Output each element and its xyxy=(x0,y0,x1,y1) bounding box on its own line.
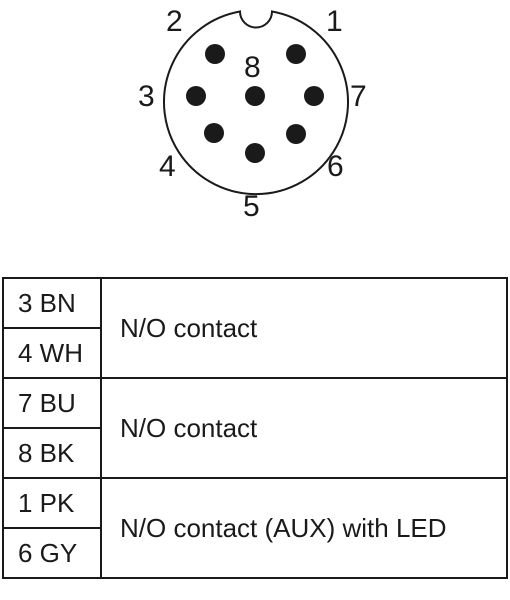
pin-2-label: 2 xyxy=(166,5,183,38)
table-row: 8 BK xyxy=(2,427,507,479)
pin-cell: 7 BU xyxy=(2,377,102,429)
table-row: 4 WH xyxy=(2,327,507,379)
pin-4-label: 4 xyxy=(159,150,176,183)
pin-cell: 3 BN xyxy=(2,277,102,329)
pin-assignment-table: 3 BN N/O contact 4 WH 7 BU N/O contact 8… xyxy=(2,277,508,579)
function-cell: N/O contact xyxy=(100,277,508,379)
pin-3-label: 3 xyxy=(138,80,155,113)
pin-cell: 8 BK xyxy=(2,427,102,479)
table-row: 1 PK N/O contact (AUX) with LED xyxy=(2,477,508,579)
table-row: 6 GY xyxy=(2,527,507,579)
table-row: 3 BN N/O contact xyxy=(2,277,508,379)
pin-8-label: 8 xyxy=(244,51,261,84)
pin-2-contact xyxy=(205,44,225,64)
pin-4-contact xyxy=(204,123,224,143)
function-cell: N/O contact xyxy=(100,377,508,479)
pin-8-contact xyxy=(245,86,265,106)
pin-cell: 1 PK xyxy=(2,477,102,529)
pin-6-contact xyxy=(286,124,306,144)
connector-outline-with-key-notch xyxy=(163,10,349,196)
pin-7-contact xyxy=(304,86,324,106)
pin-3-contact xyxy=(186,86,206,106)
pin-1-contact xyxy=(286,44,306,64)
pin-cell: 4 WH xyxy=(2,327,102,379)
table-row: 7 BU N/O contact xyxy=(2,377,508,479)
function-cell: N/O contact (AUX) with LED xyxy=(100,477,508,579)
pin-cell: 6 GY xyxy=(2,527,102,579)
pin-1-label: 1 xyxy=(326,5,343,38)
pin-6-label: 6 xyxy=(327,150,344,183)
pin-7-label: 7 xyxy=(350,80,367,113)
connector-pinout-diagram: 1 2 3 4 5 6 7 8 xyxy=(138,5,367,223)
pin-5-contact xyxy=(245,143,265,163)
pin-5-label: 5 xyxy=(243,190,260,223)
